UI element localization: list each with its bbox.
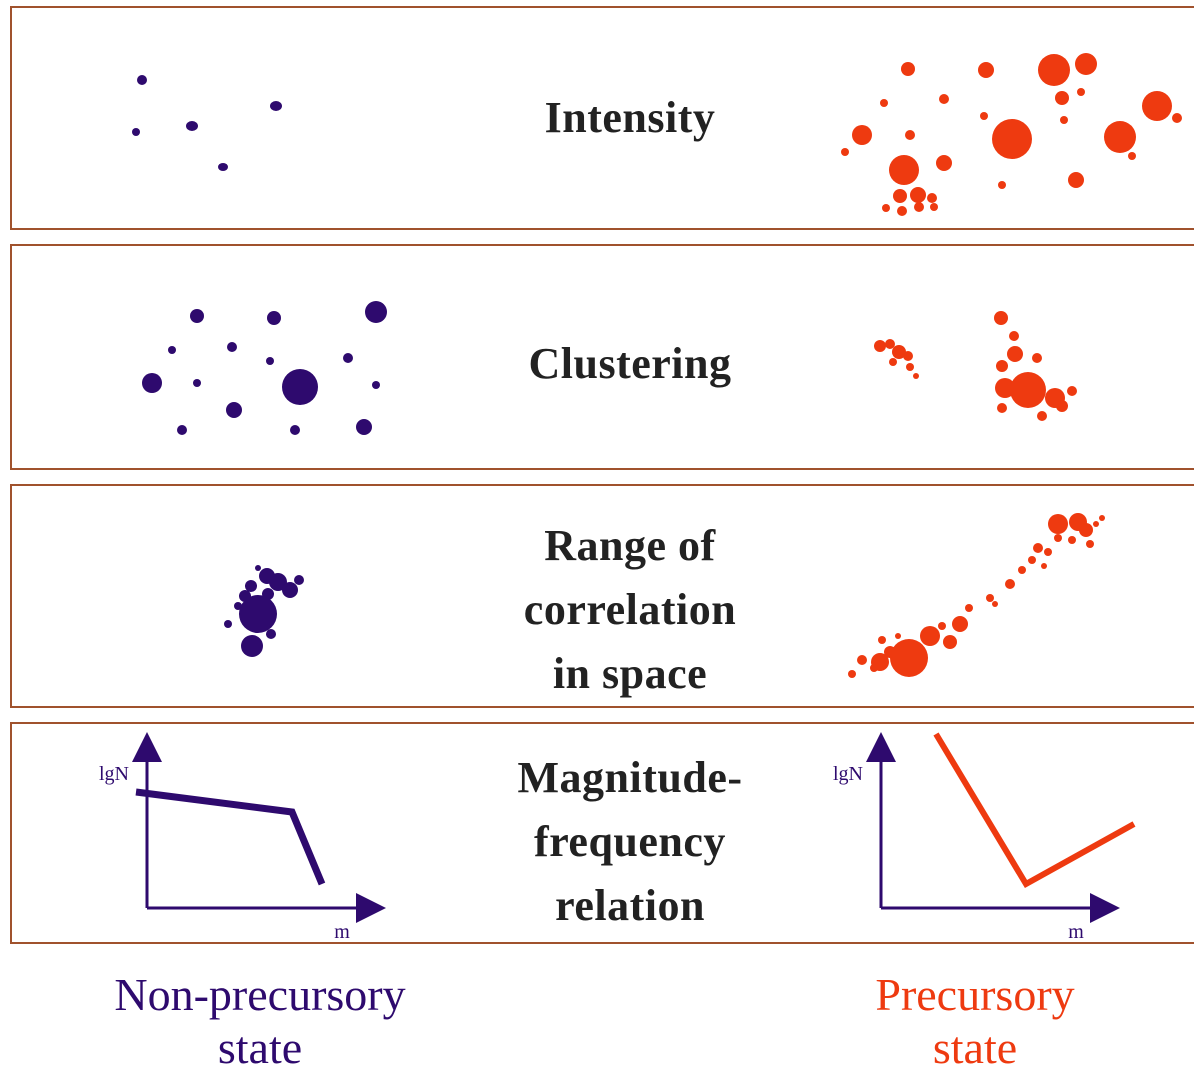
correlation-non-precursory-events [224, 565, 304, 657]
clustering-non-precursory-events [142, 301, 387, 435]
state-line: Non-precursory [114, 969, 406, 1020]
panel-correlation: Range of correlation in space [10, 484, 1194, 708]
correlation-dots [224, 513, 1105, 678]
left-graph: lgN m [99, 732, 386, 943]
precursory-state-label: Precursory state [780, 968, 1170, 1075]
non-precursory-state-label: Non-precursory state [40, 968, 480, 1075]
title-line: in space [552, 648, 708, 698]
state-line: Precursory [875, 969, 1075, 1020]
title-line: relation [555, 880, 705, 930]
right-x-label: m [1068, 921, 1084, 943]
state-line: state [932, 1022, 1018, 1074]
right-curve [933, 732, 1136, 889]
intensity-non-precursory-events [132, 75, 282, 171]
panel-clustering: Clustering [10, 244, 1194, 470]
clustering-precursory-events [874, 311, 1077, 421]
panel-title-clustering: Clustering [470, 332, 790, 396]
panel-title-magnitude: Magnitude- frequency relation [470, 746, 790, 937]
state-line: state [217, 1022, 303, 1074]
correlation-precursory-events [848, 513, 1105, 678]
title-line: Range of [544, 521, 716, 570]
magnitude-graphs: lgN m lgN m [99, 732, 1136, 943]
left-curve [135, 788, 326, 886]
intensity-dots [132, 53, 1182, 216]
panel-title-correlation: Range of correlation in space [470, 514, 790, 705]
left-y-label: lgN [99, 763, 129, 785]
clustering-dots [142, 301, 1077, 435]
left-x-label: m [334, 921, 350, 943]
title-line: Intensity [544, 93, 716, 142]
title-line: Clustering [528, 339, 732, 388]
title-line: correlation [523, 584, 737, 634]
panel-title-intensity: Intensity [470, 86, 790, 150]
title-line: Magnitude- [517, 753, 743, 802]
title-line: frequency [534, 816, 726, 866]
right-y-label: lgN [833, 763, 863, 785]
intensity-precursory-events [841, 53, 1182, 216]
right-graph: lgN m [833, 732, 1136, 943]
panel-magnitude: lgN m lgN m Magnitude- frequency relatio… [10, 722, 1194, 944]
panel-intensity: Intensity [10, 6, 1194, 230]
